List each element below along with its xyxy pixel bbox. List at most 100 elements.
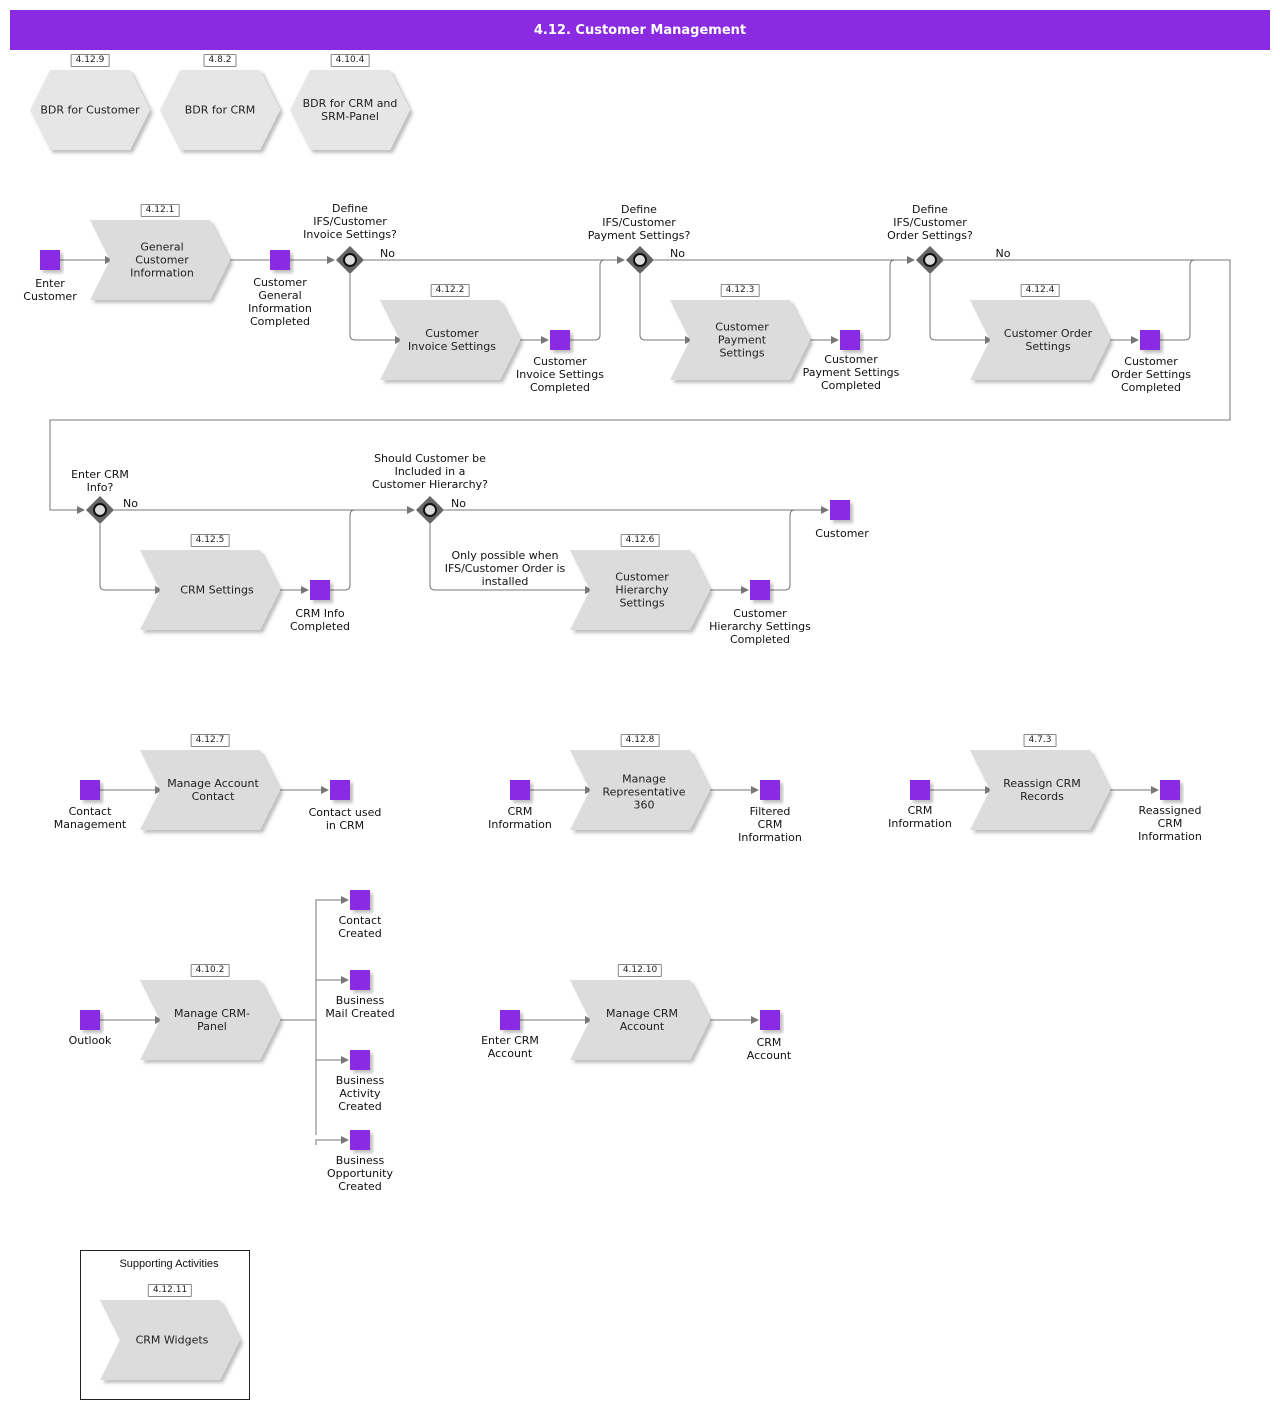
event-contact-used-label: Contact used in CRM: [308, 806, 382, 832]
flow-payment-yes: [639, 274, 693, 344]
event-contact-used: [330, 780, 350, 800]
gateway-invoice-no: No: [380, 247, 395, 260]
event-crm-account: [760, 1010, 780, 1030]
event-crm-information-a-label: CRM Information: [488, 805, 552, 831]
flow-invoice-merge: [570, 259, 606, 341]
process-crm-account-ref: 4.12.10: [617, 964, 663, 977]
event-enter-customer-label: Enter Customer: [23, 277, 77, 303]
flow-crm-merge: [330, 509, 356, 591]
flow-panel-branch-3: [315, 1136, 349, 1145]
bdr-crm-shape[interactable]: [160, 70, 280, 150]
event-crm-account-label: CRM Account: [746, 1036, 792, 1062]
process-invoice-ref: 4.12.2: [430, 284, 470, 297]
flow-payment-merge: [860, 259, 896, 341]
event-business-activity: [350, 1050, 370, 1070]
process-reassign-shape[interactable]: [970, 750, 1110, 830]
event-outlook: [80, 1010, 100, 1030]
event-contact-management-label: Contact Management: [53, 805, 127, 831]
process-crm-settings-ref: 4.12.5: [190, 534, 230, 547]
event-crm-information-a: [510, 780, 530, 800]
process-rep360-shape[interactable]: [570, 750, 710, 830]
gateway-invoice: [336, 246, 364, 274]
gateway-crm-info-question: Enter CRM Info?: [71, 468, 129, 494]
gateway-crm-info: [86, 496, 114, 524]
event-general-completed-label: Customer General Information Completed: [248, 276, 312, 328]
event-business-mail: [350, 970, 370, 990]
flow-order-no-wrap: [49, 259, 1231, 514]
bdr-customer-ref: 4.12.9: [70, 54, 110, 67]
gateway-payment-question: Define IFS/Customer Payment Settings?: [587, 203, 691, 242]
process-crm-settings-shape[interactable]: [140, 550, 280, 630]
process-widgets-shape[interactable]: [100, 1300, 240, 1380]
process-payment-shape[interactable]: [670, 300, 810, 380]
event-customer: [830, 500, 850, 520]
event-business-opportunity-label: Business Opportunity Created: [326, 1154, 394, 1193]
event-payment-completed: [840, 330, 860, 350]
event-crm-info-completed-label: CRM Info Completed: [290, 607, 350, 633]
event-general-completed: [270, 250, 290, 270]
event-business-mail-label: Business Mail Created: [325, 994, 395, 1020]
flow-invoice-yes: [349, 274, 403, 344]
gateway-payment-no: No: [670, 247, 685, 260]
flow-panel-branch-2: [315, 1056, 349, 1065]
event-crm-information-b-label: CRM Information: [888, 804, 952, 830]
bdr-customer-shape[interactable]: [30, 70, 150, 150]
bdr-crm-srm-ref: 4.10.4: [330, 54, 370, 67]
flow-panel-branch-1: [315, 976, 349, 985]
process-invoice-shape[interactable]: [380, 300, 520, 380]
event-crm-info-completed: [310, 580, 330, 600]
process-account-contact-shape[interactable]: [140, 750, 280, 830]
event-invoice-completed-label: Customer Invoice Settings Completed: [516, 355, 604, 394]
event-enter-crm-account: [500, 1010, 520, 1030]
flow-hierarchy-merge: [770, 509, 796, 591]
page-title: 4.12. Customer Management: [10, 10, 1270, 50]
bdr-crm-srm-shape[interactable]: [290, 70, 410, 150]
gateway-payment: [626, 246, 654, 274]
gateway-invoice-circle: [343, 253, 357, 267]
process-widgets-ref: 4.12.11: [147, 1284, 193, 1297]
gateway-hierarchy-circle: [423, 503, 437, 517]
gateway-order: [916, 246, 944, 274]
event-order-completed: [1140, 330, 1160, 350]
event-filtered-crm: [760, 780, 780, 800]
gateway-hierarchy: [416, 496, 444, 524]
flow-panel-branch-0: [315, 896, 349, 905]
process-payment-ref: 4.12.3: [720, 284, 760, 297]
supporting-activities-title: Supporting Activities: [119, 1258, 219, 1270]
process-hierarchy-shape[interactable]: [570, 550, 710, 630]
process-crm-account-shape[interactable]: [570, 980, 710, 1060]
event-outlook-label: Outlook: [68, 1034, 112, 1047]
event-payment-completed-label: Customer Payment Settings Completed: [802, 353, 900, 392]
gateway-order-circle: [923, 253, 937, 267]
flow-crm-info-yes: [99, 524, 163, 594]
gateway-order-question: Define IFS/Customer Order Settings?: [887, 203, 973, 242]
process-general-ref: 4.12.1: [140, 204, 180, 217]
process-account-contact-ref: 4.12.7: [190, 734, 230, 747]
event-hierarchy-completed: [750, 580, 770, 600]
flow-hierarchy-yes: [429, 524, 593, 594]
event-filtered-crm-label: Filtered CRM Information: [738, 805, 802, 844]
event-contact-created-label: Contact Created: [338, 914, 382, 940]
event-invoice-completed: [550, 330, 570, 350]
gateway-invoice-question: Define IFS/Customer Invoice Settings?: [303, 202, 397, 241]
flow-order-merge: [1160, 259, 1196, 341]
process-rep360-ref: 4.12.8: [620, 734, 660, 747]
gateway-hierarchy-question: Should Customer be Included in a Custome…: [372, 452, 488, 491]
process-order-ref: 4.12.4: [1020, 284, 1060, 297]
process-crm-panel-shape[interactable]: [140, 980, 280, 1060]
event-contact-created: [350, 890, 370, 910]
event-order-completed-label: Customer Order Settings Completed: [1111, 355, 1191, 394]
event-crm-information-b: [910, 780, 930, 800]
bdr-crm-ref: 4.8.2: [203, 54, 237, 67]
process-hierarchy-ref: 4.12.6: [620, 534, 660, 547]
process-general-shape[interactable]: [90, 220, 230, 300]
process-order-shape[interactable]: [970, 300, 1110, 380]
flow-order-yes: [929, 274, 993, 344]
process-reassign-ref: 4.7.3: [1023, 734, 1057, 747]
supporting-activities-box: [80, 1250, 250, 1400]
event-business-activity-label: Business Activity Created: [335, 1074, 385, 1113]
gateway-crm-info-circle: [93, 503, 107, 517]
event-enter-customer: [40, 250, 60, 270]
